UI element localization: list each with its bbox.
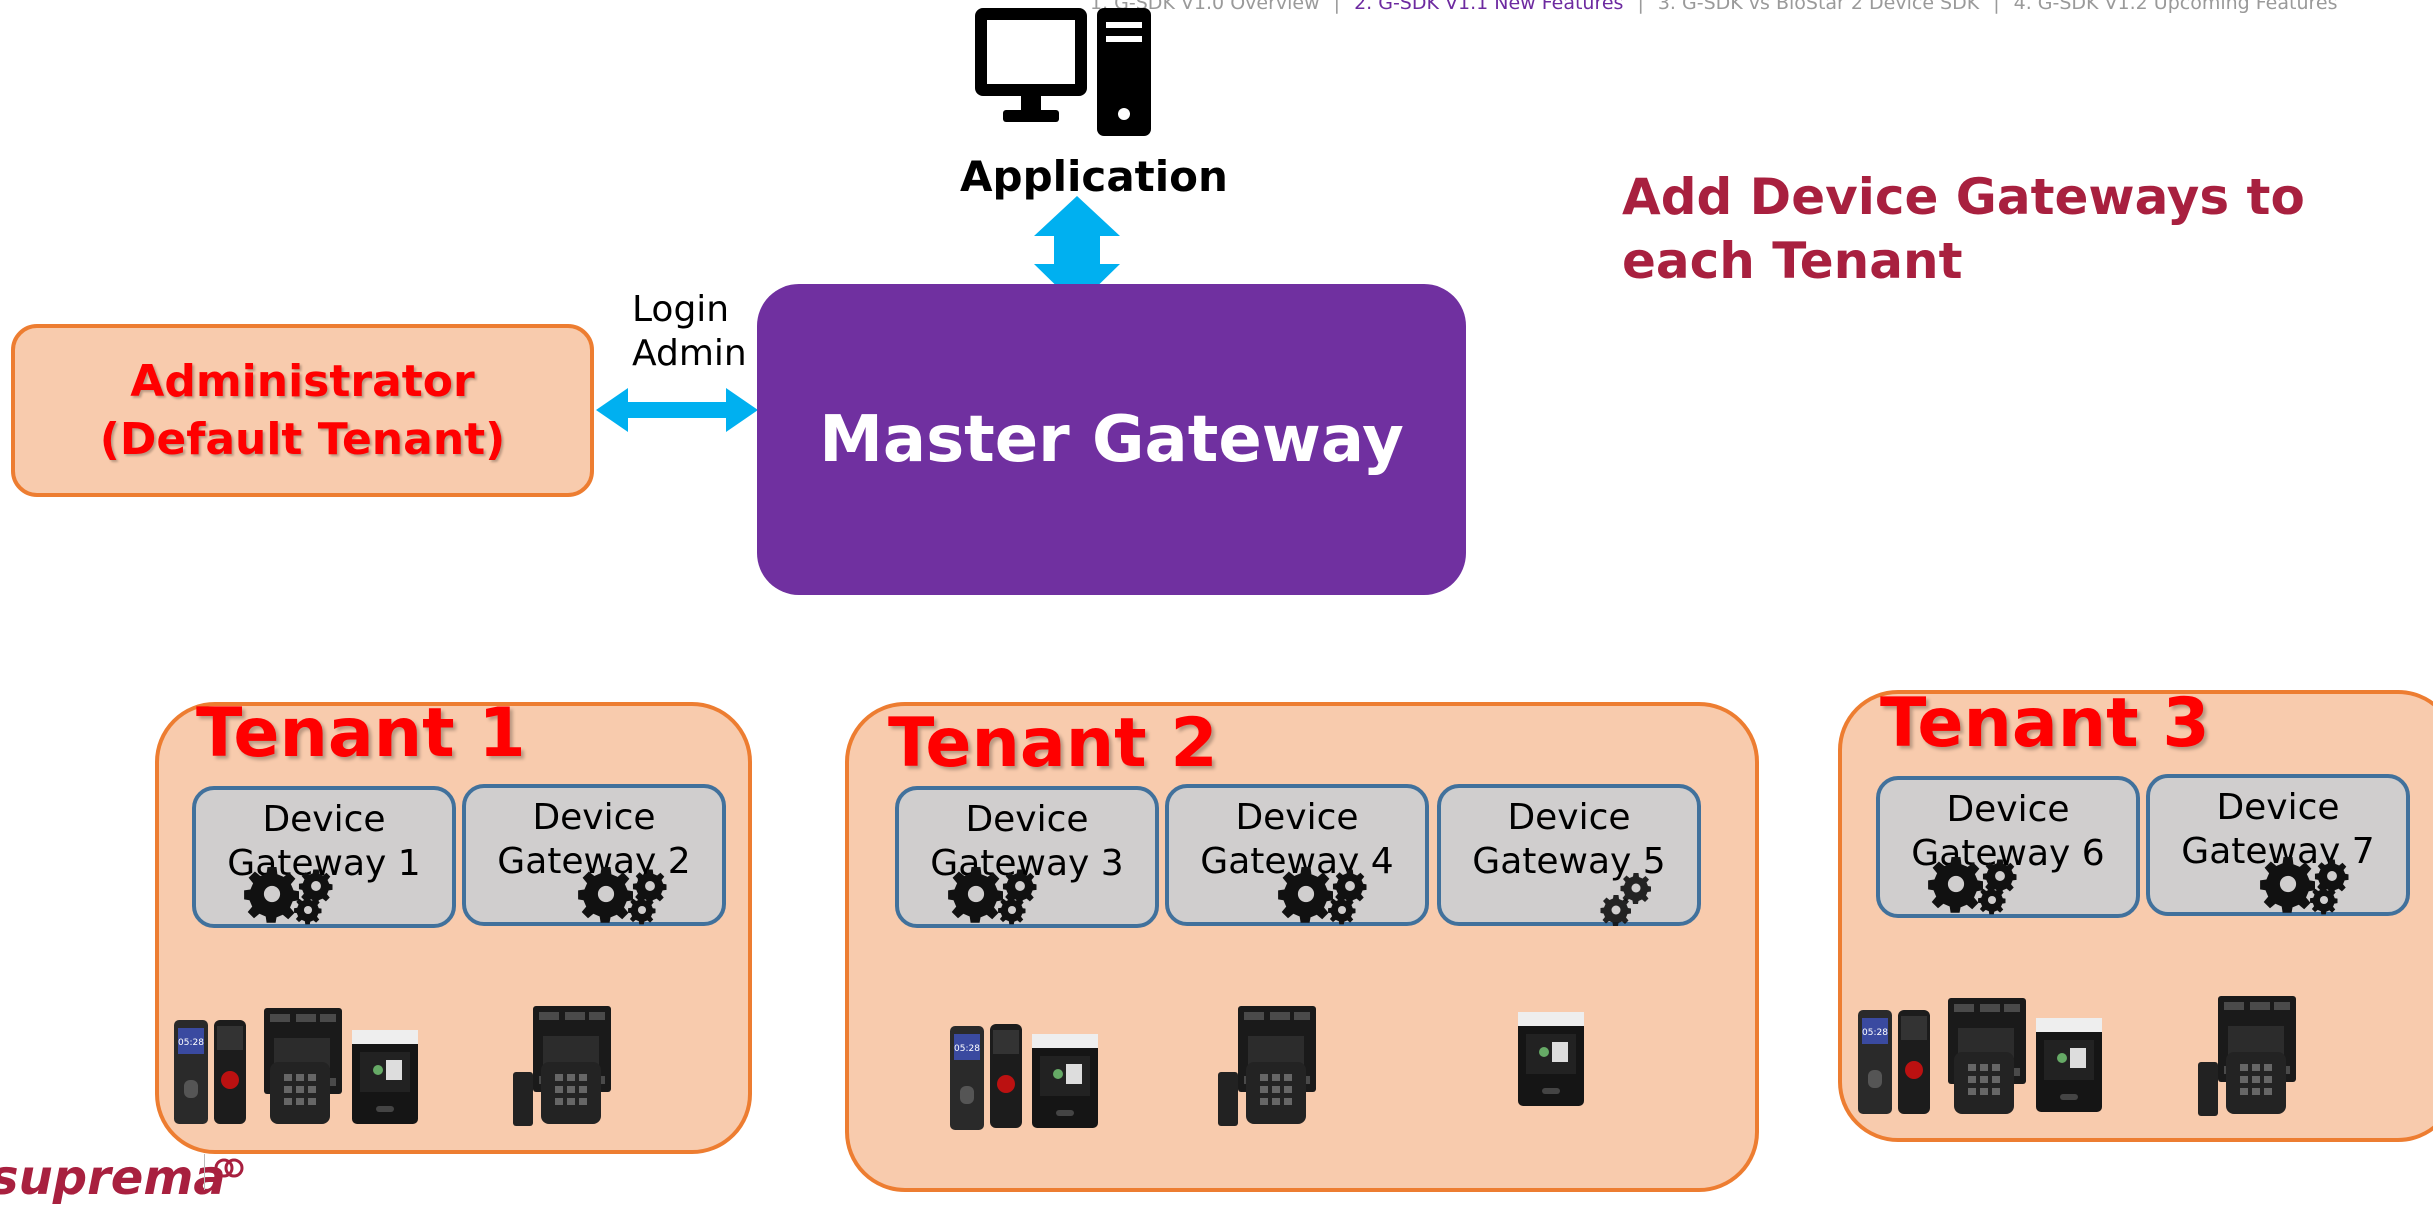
application-label: Application [960,152,1228,201]
tenant-3-devices-group-7 [2198,996,2296,1116]
master-gateway-label: Master Gateway [819,402,1404,477]
gateway-label: Device [2216,787,2340,828]
logo-mark-icon [204,1154,244,1190]
device-gateway-2: Device Gateway 2 [462,784,726,926]
gears-icon [1928,857,2017,915]
admin-line: Admin [632,333,747,374]
tenant-1-devices-group-2 [513,1006,611,1126]
suprema-logo: suprema [0,1150,226,1206]
administrator-sublabel: (Default Tenant) [99,413,506,465]
login-admin-label: Login Admin [632,288,747,376]
nav-separator: | [1637,0,1644,14]
computer-icon [975,8,1151,136]
tenant-3-devices-group-6 [1858,998,2102,1114]
device-gateway-5: Device Gateway 5 [1437,784,1701,926]
administrator-box: Administrator (Default Tenant) [11,324,594,497]
gears-icon [948,867,1037,925]
gears-icon [2260,857,2349,915]
gears-icon [578,867,667,925]
gateway-label: Device [532,797,656,838]
tenant-2-devices-group-5 [1518,1012,1584,1106]
tenant-1-title: Tenant 1 [196,694,526,773]
gateway-label: Device [965,799,1089,840]
slide-title: Add Device Gateways to each Tenant [1622,168,2305,290]
gears-icon [1600,873,1651,926]
tenant-1-box [155,702,752,1154]
nav-item-3[interactable]: 3. G-SDK vs BioStar 2 Device SDK [1657,0,1980,14]
nav-separator: | [1333,0,1341,14]
login-line: Login [632,289,730,330]
tenant-2-devices-group-3 [950,1024,1098,1130]
gears-icon [244,867,333,925]
gears-icon [1278,867,1367,925]
gateway-label: Device [262,799,386,840]
gateway-label: Device [1946,789,2070,830]
master-gateway-box: Master Gateway [757,284,1466,595]
gateway-label: Device [1235,797,1359,838]
admin-master-arrow [596,388,758,432]
nav-item-4[interactable]: 4. G-SDK V1.2 Upcoming Features [2013,0,2338,14]
tenant-1-devices-group-1 [174,1008,418,1124]
nav-item-2[interactable]: 2. G-SDK V1.1 New Features [1354,0,1624,14]
tenant-3-title: Tenant 3 [1880,684,2210,763]
app-master-arrow [1034,196,1120,306]
tenant-2-devices-group-4 [1218,1006,1316,1126]
device-gateway-4: Device Gateway 4 [1165,784,1429,926]
gateway-label: Device [1507,797,1631,838]
nav-separator: | [1993,0,2000,14]
tenant-2-title: Tenant 2 [888,704,1218,783]
administrator-label: Administrator [130,355,475,407]
